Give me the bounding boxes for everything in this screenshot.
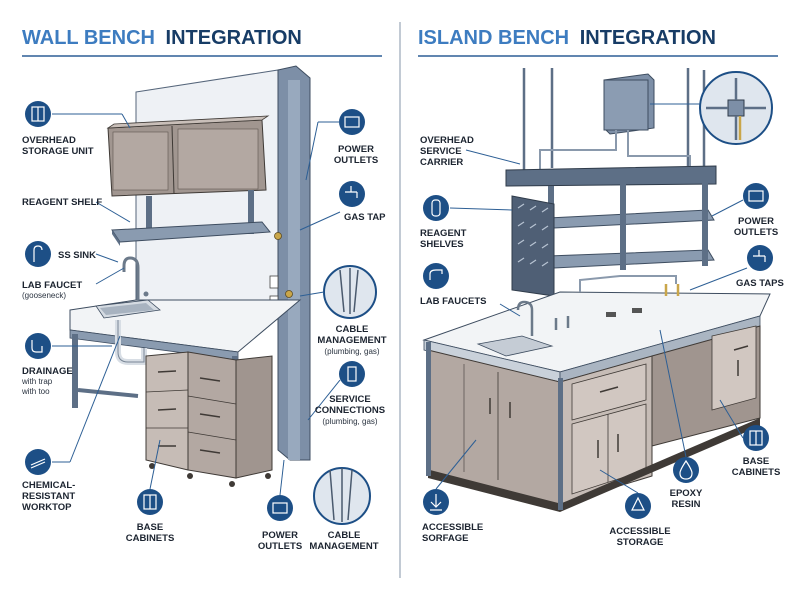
gas-tap-icon (339, 181, 365, 207)
label-ss-sink: SS SINK (58, 250, 96, 261)
label-cable-management-mid-sub: (plumbing, gas) (324, 347, 379, 356)
label-lab-faucet: LAB FAUCET (22, 280, 82, 291)
island-bench-illustration (422, 68, 773, 512)
wall-leader-lines (52, 113, 341, 496)
island-title: ISLAND BENCH INTEGRATION (418, 27, 716, 49)
accessible-arrow-icon (423, 489, 449, 515)
wall-faucet-shape (122, 256, 140, 300)
cabinet-icon (25, 101, 51, 127)
label-service-connections-sub: (plumbing, gas) (322, 417, 377, 426)
trap-icon (25, 333, 51, 359)
label-gas-tap: GAS TAP (344, 212, 386, 223)
gas-tap-icon (747, 245, 773, 271)
island-title-a: ISLAND BENCH (418, 27, 569, 49)
wall-title: WALL BENCH INTEGRATION (22, 27, 302, 49)
wall-title-a: WALL BENCH (22, 27, 155, 49)
recycle-icon (625, 493, 651, 519)
worktop-icon (25, 449, 51, 475)
column-gas-valve-2 (285, 290, 293, 298)
base-cabinet-icon (137, 489, 163, 515)
wall-title-b: INTEGRATION (166, 27, 302, 49)
label-lab-faucets: LAB FAUCETS (420, 296, 487, 307)
faucet-icon (423, 263, 449, 289)
outlet-icon (339, 109, 365, 135)
base-cabinet-icon (743, 425, 769, 451)
island-leader-lines (435, 103, 748, 494)
label-drainage: DRAINAGE (22, 366, 73, 377)
droplet-icon (673, 457, 699, 483)
column-gas-valve-1 (274, 232, 282, 240)
outlet-icon (743, 183, 769, 209)
outlet-icon (267, 495, 293, 521)
column-outlet-1 (269, 275, 279, 289)
island-title-b: INTEGRATION (580, 27, 716, 49)
hanging-shelf-icon (423, 195, 449, 221)
sink-icon (25, 241, 51, 267)
label-reagent-shelf: REAGENT SHELF (22, 197, 102, 208)
service-icon (339, 361, 365, 387)
wall-bench-illustration (69, 65, 377, 525)
label-gas-taps: GAS TAPS (736, 278, 784, 289)
label-lab-faucet-sub: (gooseneck) (22, 291, 66, 300)
